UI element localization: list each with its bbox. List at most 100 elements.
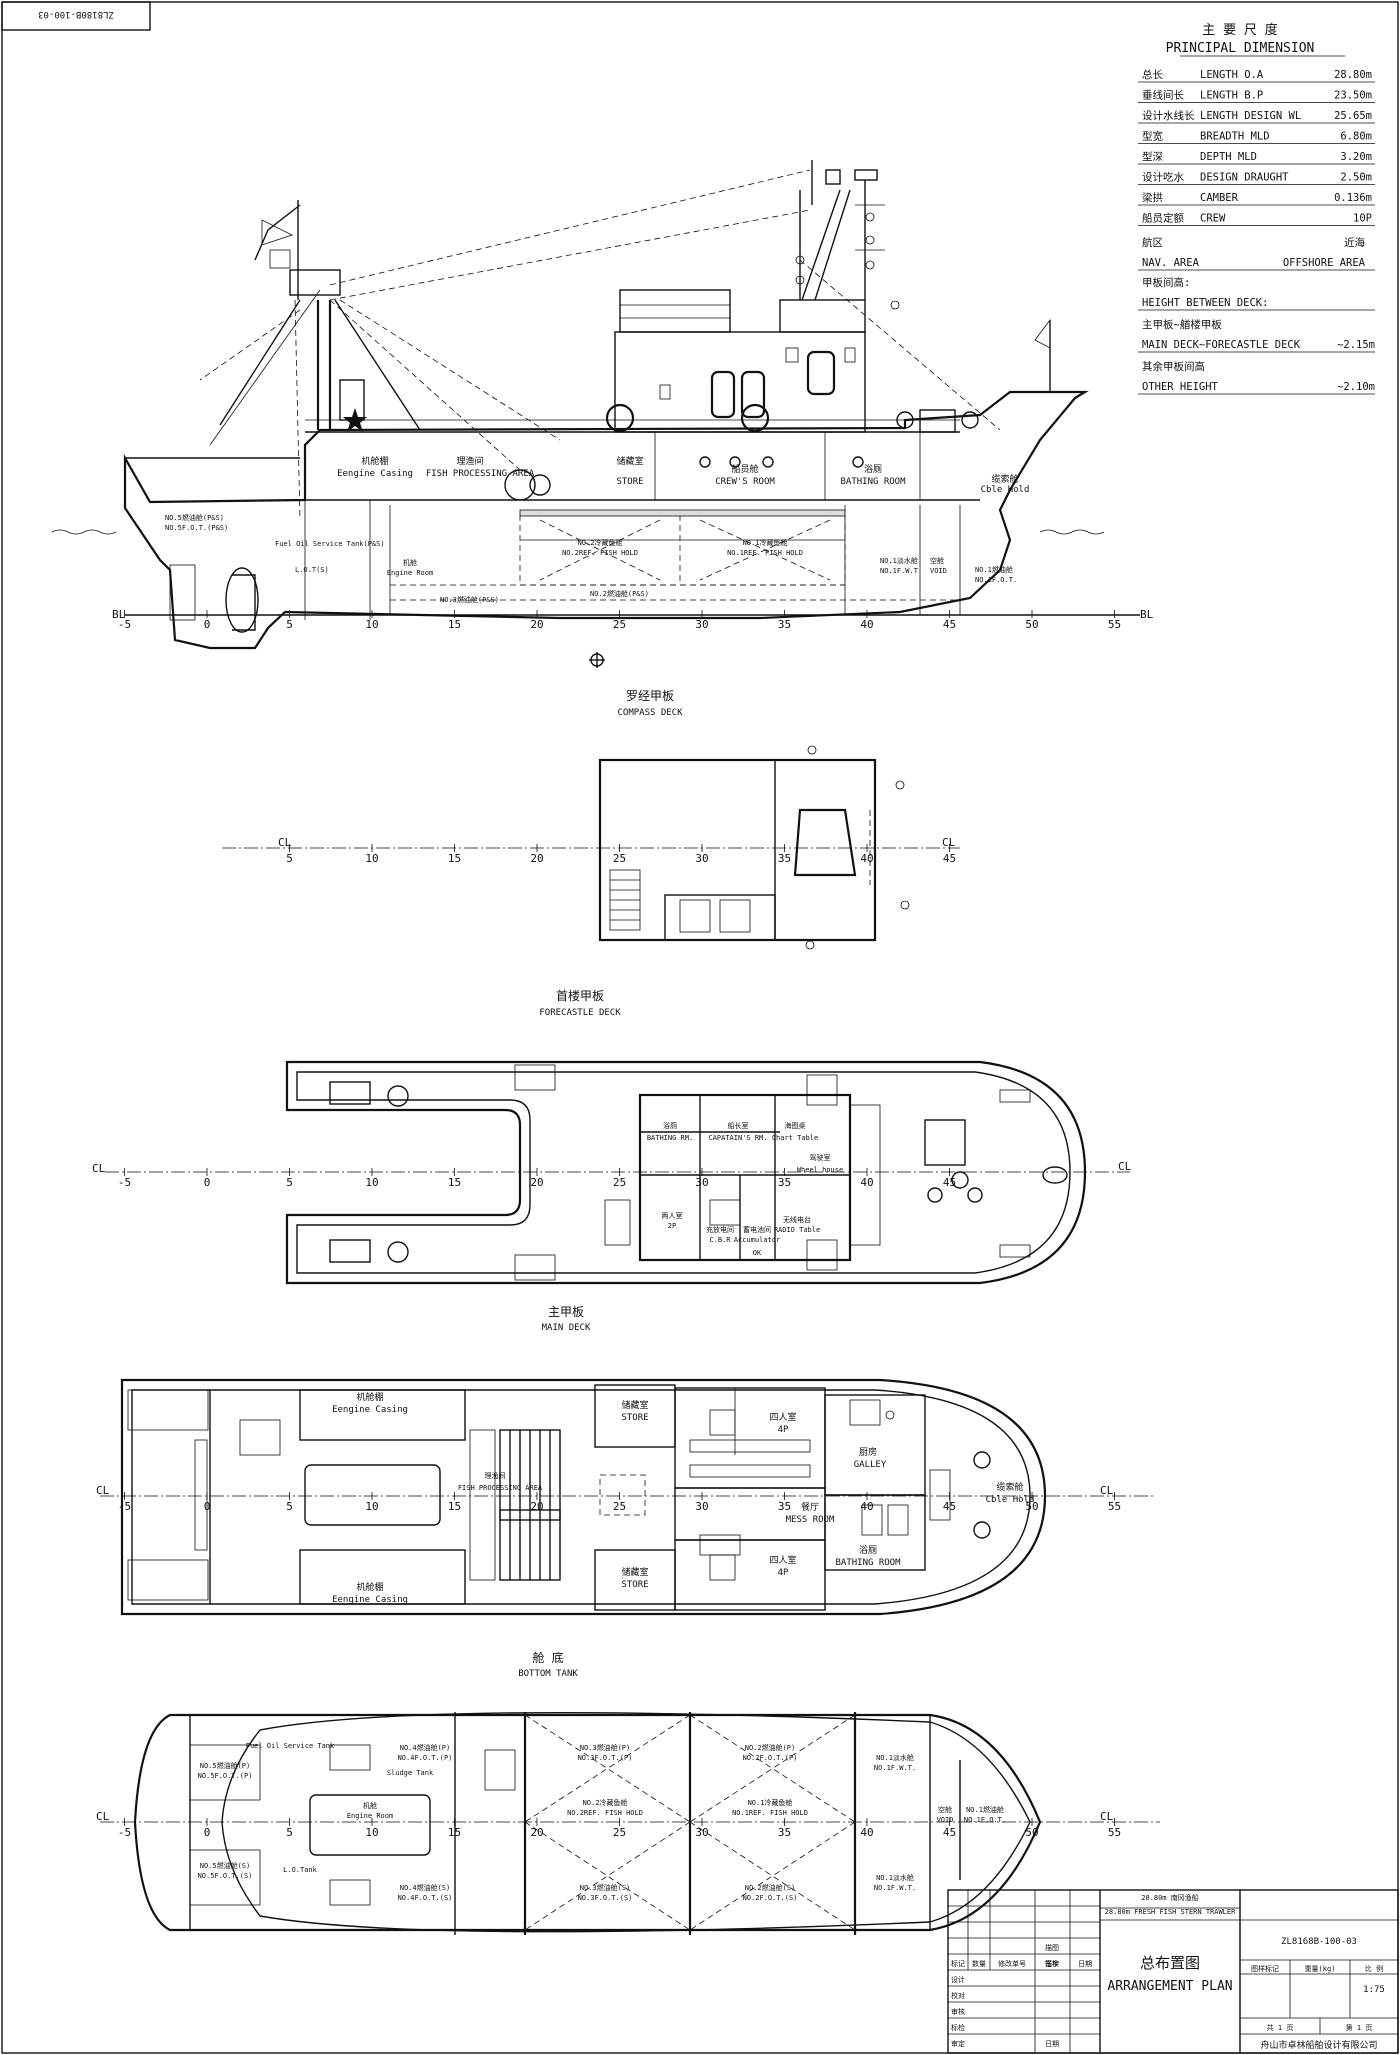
svg-text:C.B.R: C.B.R	[709, 1236, 731, 1244]
pd-row-value: 0.136m	[1334, 192, 1372, 204]
svg-text:甲板间高:: 甲板间高:	[1142, 276, 1190, 289]
svg-text:NO.1淡水舱: NO.1淡水舱	[876, 1753, 914, 1762]
svg-text:充放电间: 充放电间	[706, 1225, 734, 1234]
svg-text:NO.5F.O.T.(P&S): NO.5F.O.T.(P&S)	[165, 524, 228, 532]
svg-text:NO.2REF. FISH HOLD: NO.2REF. FISH HOLD	[567, 1809, 643, 1817]
svg-text:船长室: 船长室	[728, 1121, 749, 1130]
pd-row-cn: 垂线间长	[1142, 89, 1184, 102]
pd-row-cn: 型宽	[1142, 130, 1164, 143]
approval-role: 校对	[951, 1991, 965, 2000]
rotated-drawing-code: ZL8180B-100-03	[1, 1, 151, 31]
svg-text:储藏室: 储藏室	[621, 1399, 648, 1411]
frame-number: 15	[448, 618, 461, 631]
svg-text:CREW'S ROOM: CREW'S ROOM	[715, 477, 775, 487]
frame-number: 45	[943, 1826, 956, 1839]
svg-text:NO.5F.O.T.(P): NO.5F.O.T.(P)	[198, 1772, 253, 1780]
svg-text:NO.4燃油舱(P): NO.4燃油舱(P)	[400, 1743, 451, 1752]
svg-text:NO.1淡水舱: NO.1淡水舱	[876, 1873, 914, 1882]
frame-number: 25	[613, 1826, 626, 1839]
pd-row-en: LENGTH B.P	[1200, 90, 1263, 102]
frame-number: 0	[204, 1826, 211, 1839]
svg-text:NO.2燃油舱(P&S): NO.2燃油舱(P&S)	[590, 589, 649, 598]
svg-text:理渔间: 理渔间	[456, 455, 483, 467]
pd-row-cn: 梁拱	[1142, 191, 1164, 204]
svg-text:第 1 页: 第 1 页	[1346, 2023, 1373, 2032]
frame-number: -5	[118, 618, 131, 631]
svg-text:ZL8180B-100-03: ZL8180B-100-03	[38, 9, 114, 19]
svg-text:航区: 航区	[1142, 236, 1163, 249]
svg-text:蓄电池间: 蓄电池间	[743, 1225, 771, 1234]
frame-number: 0	[204, 1176, 211, 1189]
svg-text:NO.1燃油舱: NO.1燃油舱	[975, 565, 1013, 574]
revision-header: 数量	[972, 1959, 986, 1968]
svg-text:CAPATAIN'S RM.: CAPATAIN'S RM.	[708, 1134, 767, 1142]
frame-number: 10	[365, 618, 378, 631]
svg-text:VOID: VOID	[930, 567, 947, 575]
svg-text:NO.1F.O.T.: NO.1F.O.T.	[964, 1816, 1006, 1824]
svg-text:共 1 页: 共 1 页	[1267, 2023, 1294, 2032]
svg-text:机舱棚: 机舱棚	[361, 455, 388, 467]
svg-text:STORE: STORE	[621, 1413, 648, 1423]
svg-text:机舱棚: 机舱棚	[356, 1581, 383, 1593]
svg-text:近海: 近海	[1344, 236, 1366, 249]
pd-row-value: 10P	[1353, 213, 1372, 225]
pd-title-cn: 主 要 尺 度	[1202, 22, 1277, 38]
svg-text:Chart Table: Chart Table	[772, 1134, 818, 1142]
svg-text:BATHING ROOM: BATHING ROOM	[835, 1558, 901, 1568]
company-name: 舟山市卓林船舶设计有限公司	[1260, 2039, 1377, 2051]
compass-icon	[589, 652, 605, 668]
svg-text:空舱: 空舱	[938, 1805, 952, 1814]
drawing-scale: 1:75	[1363, 1985, 1385, 1995]
svg-text:NO.4F.O.T.(P): NO.4F.O.T.(P)	[398, 1754, 453, 1762]
svg-text:四人室: 四人室	[769, 1554, 796, 1566]
svg-text:缆索舱: 缆索舱	[991, 473, 1018, 485]
compass-deck-caption-cn: 罗经甲板	[626, 689, 674, 703]
frame-number: 30	[695, 1176, 708, 1189]
svg-text:NO.5燃油舱(S): NO.5燃油舱(S)	[200, 1861, 251, 1870]
svg-text:MESS ROOM: MESS ROOM	[786, 1515, 835, 1525]
svg-text:NO.3燃油舱(S): NO.3燃油舱(S)	[580, 1883, 631, 1892]
frame-number: 20	[530, 852, 543, 865]
svg-text:CL: CL	[1118, 1160, 1132, 1173]
svg-text:NO.1冷藏鱼舱: NO.1冷藏鱼舱	[743, 538, 788, 547]
pd-row-cn: 型深	[1142, 150, 1163, 163]
frame-number: 35	[778, 618, 791, 631]
approval-role-right: 描校	[1045, 1959, 1059, 1968]
frame-number: 35	[778, 1826, 791, 1839]
svg-text:Fuel Oil Service Tank(P&S): Fuel Oil Service Tank(P&S)	[275, 540, 385, 548]
svg-text:Eengine Casing: Eengine Casing	[332, 1405, 408, 1415]
svg-text:NO.2燃油舱(S): NO.2燃油舱(S)	[745, 1883, 796, 1892]
pd-row-en: BREADTH MLD	[1200, 131, 1270, 143]
frame-number: 5	[286, 1500, 293, 1513]
pd-row-en: LENGTH DESIGN WL	[1200, 110, 1301, 122]
svg-text:主甲板~艏楼甲板: 主甲板~艏楼甲板	[1142, 318, 1222, 331]
pd-row-value: 28.80m	[1334, 69, 1372, 81]
frame-number: 45	[943, 618, 956, 631]
svg-text:NO.4燃油舱(S): NO.4燃油舱(S)	[400, 1883, 451, 1892]
frame-number: 35	[778, 852, 791, 865]
svg-text:~2.15m: ~2.15m	[1337, 339, 1375, 351]
frame-number: 55	[1108, 1826, 1121, 1839]
bottom-tank-caption-cn: 舱 底	[532, 1650, 563, 1665]
drawing-title-cn: 总布置图	[1140, 1954, 1200, 1972]
frame-number: 50	[1025, 618, 1038, 631]
svg-text:NO.5F.O.T.(S): NO.5F.O.T.(S)	[198, 1872, 253, 1880]
frame-number: 5	[286, 852, 293, 865]
svg-text:BL: BL	[1140, 608, 1154, 621]
svg-text:NO.1REF. FISH HOLD: NO.1REF. FISH HOLD	[732, 1809, 808, 1817]
revision-header: 签字	[1045, 1959, 1059, 1968]
svg-text:STORE: STORE	[616, 477, 643, 487]
main-deck-labels: 机舱棚 Eengine Casing 机舱棚 Eengine Casing 理渔…	[332, 1391, 1034, 1605]
svg-text:CL: CL	[96, 1810, 110, 1823]
drawing-title-en: ARRANGEMENT PLAN	[1107, 1979, 1232, 1994]
pd-row-value: 6.80m	[1340, 131, 1372, 143]
frame-number: 20	[530, 618, 543, 631]
svg-text:RADIO Table: RADIO Table	[774, 1226, 820, 1234]
fish-processing-drums	[469, 1429, 561, 1581]
svg-text:NO.2F.O.T.(S): NO.2F.O.T.(S)	[743, 1894, 798, 1902]
frame-number: 20	[530, 1176, 543, 1189]
svg-text:NO.1燃油舱: NO.1燃油舱	[966, 1805, 1004, 1814]
